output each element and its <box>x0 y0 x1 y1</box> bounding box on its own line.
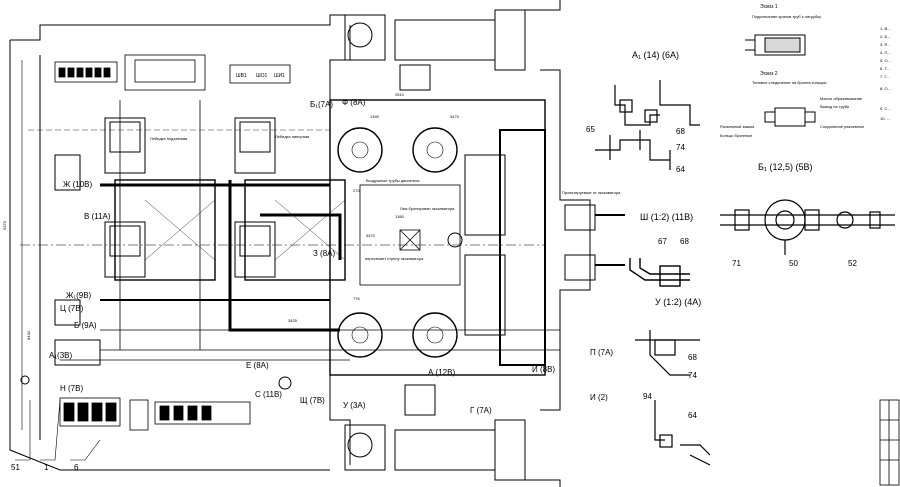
note-line: 2. Б... <box>880 34 890 39</box>
cabinet-group <box>59 397 251 431</box>
zone2-sketch <box>764 107 816 127</box>
detail-title: У (1:2) (4А) <box>655 297 701 307</box>
callout-number: 65 <box>586 125 595 134</box>
note-line: 7. Г... <box>880 74 889 79</box>
note-text: Воздушные трубы двигателя <box>366 178 419 183</box>
note-text: Люк бронирован экскаватора <box>400 206 455 211</box>
zone-subtitle: Подключение кранов труб к патрубку <box>752 14 821 19</box>
callout-number: 74 <box>688 371 697 380</box>
dimension-label: 3470 <box>450 114 460 119</box>
detail-title: А₁ (14) (6А) <box>632 50 679 60</box>
detail-b1 <box>720 199 895 255</box>
general-notes: 1. В... 2. Б... 3. Р... 4. П... 5. О... … <box>880 26 891 121</box>
view-label: Ж₁(9В) <box>66 291 92 300</box>
note-line: 6. Т... <box>880 66 890 71</box>
view-label: Б (9А) <box>74 321 97 330</box>
view-label: Е (8А) <box>246 361 269 370</box>
callout-number: 68 <box>680 237 689 246</box>
zone-title: Эскиз 1 <box>760 4 778 10</box>
detail-title: Ш (1:2) (11В) <box>640 212 693 222</box>
note-line: 8. О... <box>880 86 891 91</box>
callout-number: 64 <box>688 411 697 420</box>
note-line: 4. П... <box>880 50 891 55</box>
equipment-label: ШО1 <box>256 73 267 79</box>
plan-outline <box>9 14 545 471</box>
detail-a1 <box>595 80 700 170</box>
track-structures <box>344 0 625 487</box>
note-text: Лебедка напорная <box>275 134 309 139</box>
callout-number: 68 <box>688 353 697 362</box>
detail-sh <box>629 258 690 287</box>
position-number: 6 <box>74 463 79 472</box>
zone-callout: Кольцо броневое <box>720 133 753 138</box>
callout-number: 52 <box>848 259 857 268</box>
view-label: У (3А) <box>343 401 366 410</box>
callout-number: 74 <box>676 143 685 152</box>
dimension-label: 1360 <box>395 214 405 219</box>
zone-subtitle: Типовое соединение на бронев кольцах <box>752 80 827 85</box>
view-label: А (12В) <box>428 368 455 377</box>
dimension-label: 776 <box>353 296 360 301</box>
dimension-label: 1340 <box>370 114 380 119</box>
view-label: Б₁(7А) <box>310 100 333 109</box>
valve-symbol <box>20 375 30 385</box>
leader-lines <box>15 399 101 461</box>
note-text: Лебедка подъемная <box>150 136 187 141</box>
callout-number: 64 <box>676 165 685 174</box>
dimension-label: 2510 <box>395 92 405 97</box>
callout-number: 94 <box>643 392 652 401</box>
note-line: 9. С... <box>880 106 891 111</box>
dimension-label: 3425 <box>288 318 298 323</box>
callout-number: 68 <box>676 127 685 136</box>
equipment-label: ШИ1 <box>274 73 285 79</box>
title-block <box>879 399 900 486</box>
position-number: 51 <box>11 463 20 472</box>
valve-symbol <box>447 232 463 248</box>
detail-u <box>635 330 711 466</box>
view-label: Щ (7В) <box>300 396 325 405</box>
note-line: 3. Р... <box>880 42 890 47</box>
wall-boxes <box>54 154 101 366</box>
zone-callout: Соединение разъемное <box>820 124 865 129</box>
zone-title: Эскиз 2 <box>760 71 778 77</box>
dimension-label: 270 <box>353 188 360 193</box>
callout-number: 67 <box>658 237 667 246</box>
note-line: 10. ... <box>880 116 890 121</box>
note-line: 5. О... <box>880 58 891 63</box>
view-label: И (8В) <box>532 365 555 374</box>
detail-title: Б₁ (12,5) (5В) <box>758 162 812 172</box>
equipment-row <box>54 54 291 91</box>
view-label: А₁(3В) <box>49 351 72 360</box>
view-label: Ц (7В) <box>60 304 84 313</box>
zone-callout: Разъемный зажим <box>720 124 754 129</box>
note-line: 1. В... <box>880 26 890 31</box>
equipment-label: ШВ1 <box>236 73 247 79</box>
zone-callout: Вывод на трубе <box>820 104 850 109</box>
dimension-label: 8440 <box>26 330 31 340</box>
callout-number: 50 <box>789 259 798 268</box>
winch-assemblies <box>104 117 346 281</box>
note-text: Проектируемые от экскаватора <box>562 190 621 195</box>
zone1-sketch <box>745 34 806 56</box>
valve-symbol <box>278 376 292 390</box>
view-label: С (11В) <box>255 390 282 399</box>
dimension-label: 9370 <box>2 220 7 230</box>
note-text: пересекает стрелу экскаватора <box>365 256 424 261</box>
view-label: Ж (10В) <box>63 180 93 189</box>
callout-number: 71 <box>732 259 741 268</box>
dimension-label: 4470 <box>366 233 376 238</box>
view-label: Н (7В) <box>60 384 83 393</box>
view-label: Г (7А) <box>470 406 492 415</box>
position-number: 1 <box>44 463 49 472</box>
view-label: И (2) <box>590 393 608 402</box>
view-label: З (8А) <box>313 249 336 258</box>
view-label: Ф (8А) <box>342 98 366 107</box>
view-label: П (7А) <box>590 348 613 357</box>
zone-callout: Масло образовывание <box>820 96 863 101</box>
view-label: В (11А) <box>84 212 111 221</box>
